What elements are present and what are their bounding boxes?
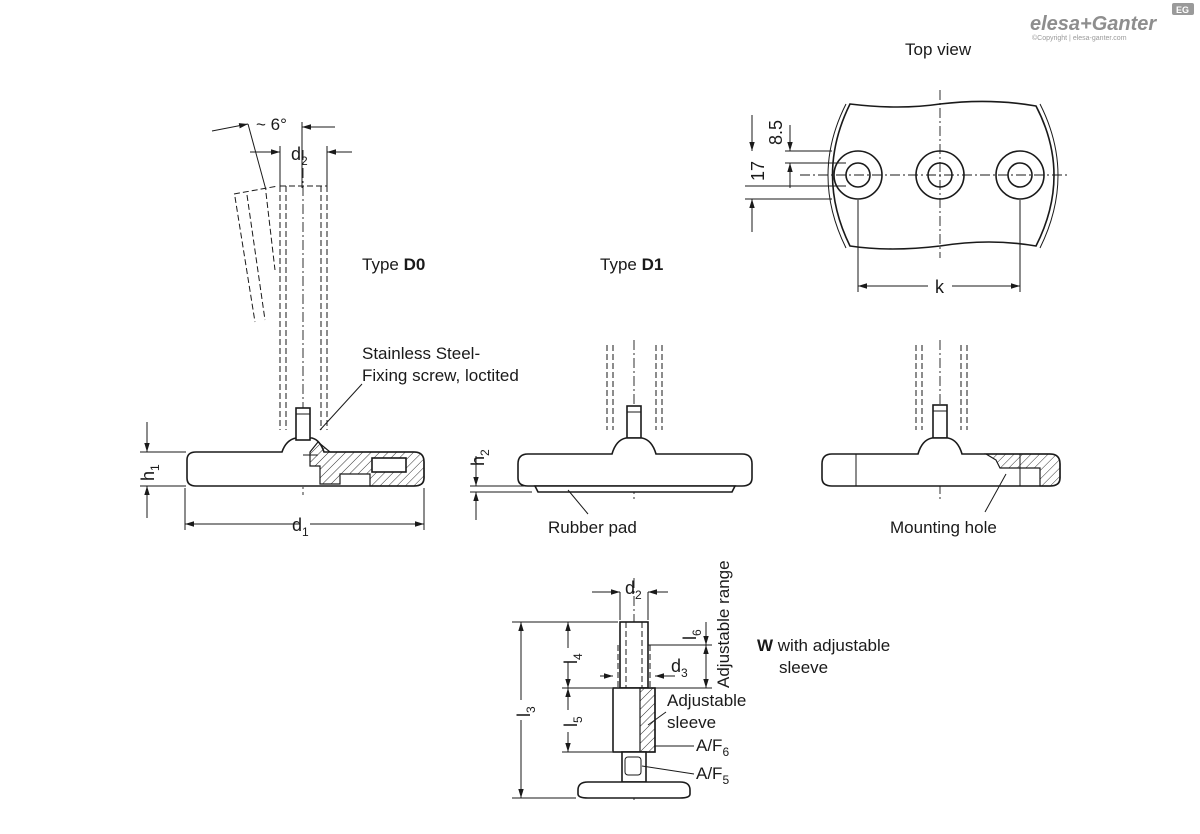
mounting-hole-leader bbox=[984, 473, 1007, 513]
rubber-pad-leader bbox=[567, 489, 589, 515]
plate-edge-left bbox=[827, 103, 847, 249]
top-view: Top view 8.5 17 bbox=[745, 40, 1068, 297]
w-base bbox=[577, 781, 691, 799]
af5-label: A/F5 bbox=[696, 764, 729, 787]
l6-label: l6 bbox=[680, 629, 704, 640]
d1-label: d1 bbox=[292, 515, 309, 539]
section-hatch bbox=[309, 441, 425, 487]
k-label: k bbox=[935, 277, 945, 297]
d2-label: d2 bbox=[291, 144, 308, 168]
stud-d1 bbox=[626, 405, 642, 439]
stud-right bbox=[932, 404, 948, 439]
h1-dimension: h1 bbox=[138, 422, 186, 518]
d3-dimension: d3 bbox=[600, 656, 688, 680]
w-d2-label: d2 bbox=[625, 578, 642, 602]
af5-hex-icon bbox=[624, 756, 642, 776]
l3-label: l3 bbox=[514, 706, 538, 717]
l-dimensions: l3 l4 l5 bbox=[512, 621, 618, 799]
screw-callout-line1: Stainless Steel- bbox=[362, 344, 480, 363]
h2-label: h2 bbox=[468, 449, 492, 466]
hole-right bbox=[995, 150, 1045, 200]
dim-17: 17 bbox=[748, 161, 768, 181]
vertical-dimensions: 8.5 17 bbox=[745, 115, 846, 232]
adjustable-sleeve-callout-line2: sleeve bbox=[667, 713, 716, 732]
h1-label: h1 bbox=[138, 464, 162, 481]
base-pocket bbox=[371, 457, 407, 473]
k-dimension: k bbox=[857, 200, 1021, 297]
d3-label: d3 bbox=[671, 656, 688, 680]
dim-8-5: 8.5 bbox=[766, 120, 786, 145]
rubber-pad-callout: Rubber pad bbox=[548, 518, 637, 537]
rubber-pad bbox=[533, 485, 737, 493]
w-type-view: d2 l3 l4 l5 l6 Adjustable range bbox=[512, 560, 890, 800]
vertical-stem bbox=[279, 150, 328, 495]
plate-edge-right bbox=[1039, 103, 1059, 249]
hole-left bbox=[833, 150, 883, 200]
l6-dimension: l6 Adjustable range bbox=[648, 560, 733, 689]
mounting-hole-view: Mounting hole bbox=[821, 340, 1061, 537]
screw-leader bbox=[319, 383, 363, 431]
mounting-hole-section bbox=[983, 453, 1061, 487]
w-note-line1: W with adjustable bbox=[757, 636, 890, 655]
base-d1 bbox=[517, 437, 753, 487]
type-d0-title: Type D0 bbox=[362, 255, 425, 274]
brand-badge-text: EG bbox=[1176, 5, 1189, 15]
sleeve-leader bbox=[647, 711, 667, 726]
w-stud bbox=[619, 621, 649, 689]
brand-copyright: ©Copyright | elesa-ganter.com bbox=[1032, 34, 1127, 42]
w-d2-dimension: d2 bbox=[592, 578, 668, 620]
d1-dimension: d1 bbox=[184, 488, 425, 539]
type-d0-view: ~ 6° d2 h1 d1 Type D0 Stainless Ste bbox=[138, 115, 519, 539]
l4-label: l4 bbox=[561, 653, 585, 664]
d2-dimension: d2 bbox=[250, 144, 352, 186]
mounting-hole-callout: Mounting hole bbox=[890, 518, 997, 537]
adjustable-sleeve-callout-line1: Adjustable bbox=[667, 691, 746, 710]
af6-label: A/F6 bbox=[696, 736, 729, 759]
brand-badge-icon bbox=[1172, 3, 1194, 15]
tilted-stem bbox=[233, 185, 279, 323]
l5-label: l5 bbox=[561, 716, 585, 727]
af5-leader bbox=[641, 765, 695, 775]
angle-dimension: ~ 6° bbox=[211, 115, 335, 191]
hole-center bbox=[915, 150, 965, 200]
brand-wordmark: elesa+Ganter bbox=[1030, 13, 1157, 35]
angle-label: ~ 6° bbox=[256, 115, 287, 134]
type-d1-title: Type D1 bbox=[600, 255, 663, 274]
fixing-screw bbox=[295, 407, 311, 441]
brand-logo: elesa+Ganter ©Copyright | elesa-ganter.c… bbox=[1030, 3, 1194, 42]
adjustable-range-label: Adjustable range bbox=[714, 560, 733, 688]
type-d1-view: Type D1 h2 Rubber pad bbox=[468, 255, 753, 537]
w-note-line2: sleeve bbox=[779, 658, 828, 677]
h2-dimension: h2 bbox=[468, 449, 532, 520]
top-view-title: Top view bbox=[905, 40, 972, 59]
screw-callout-line2: Fixing screw, loctited bbox=[362, 366, 519, 385]
